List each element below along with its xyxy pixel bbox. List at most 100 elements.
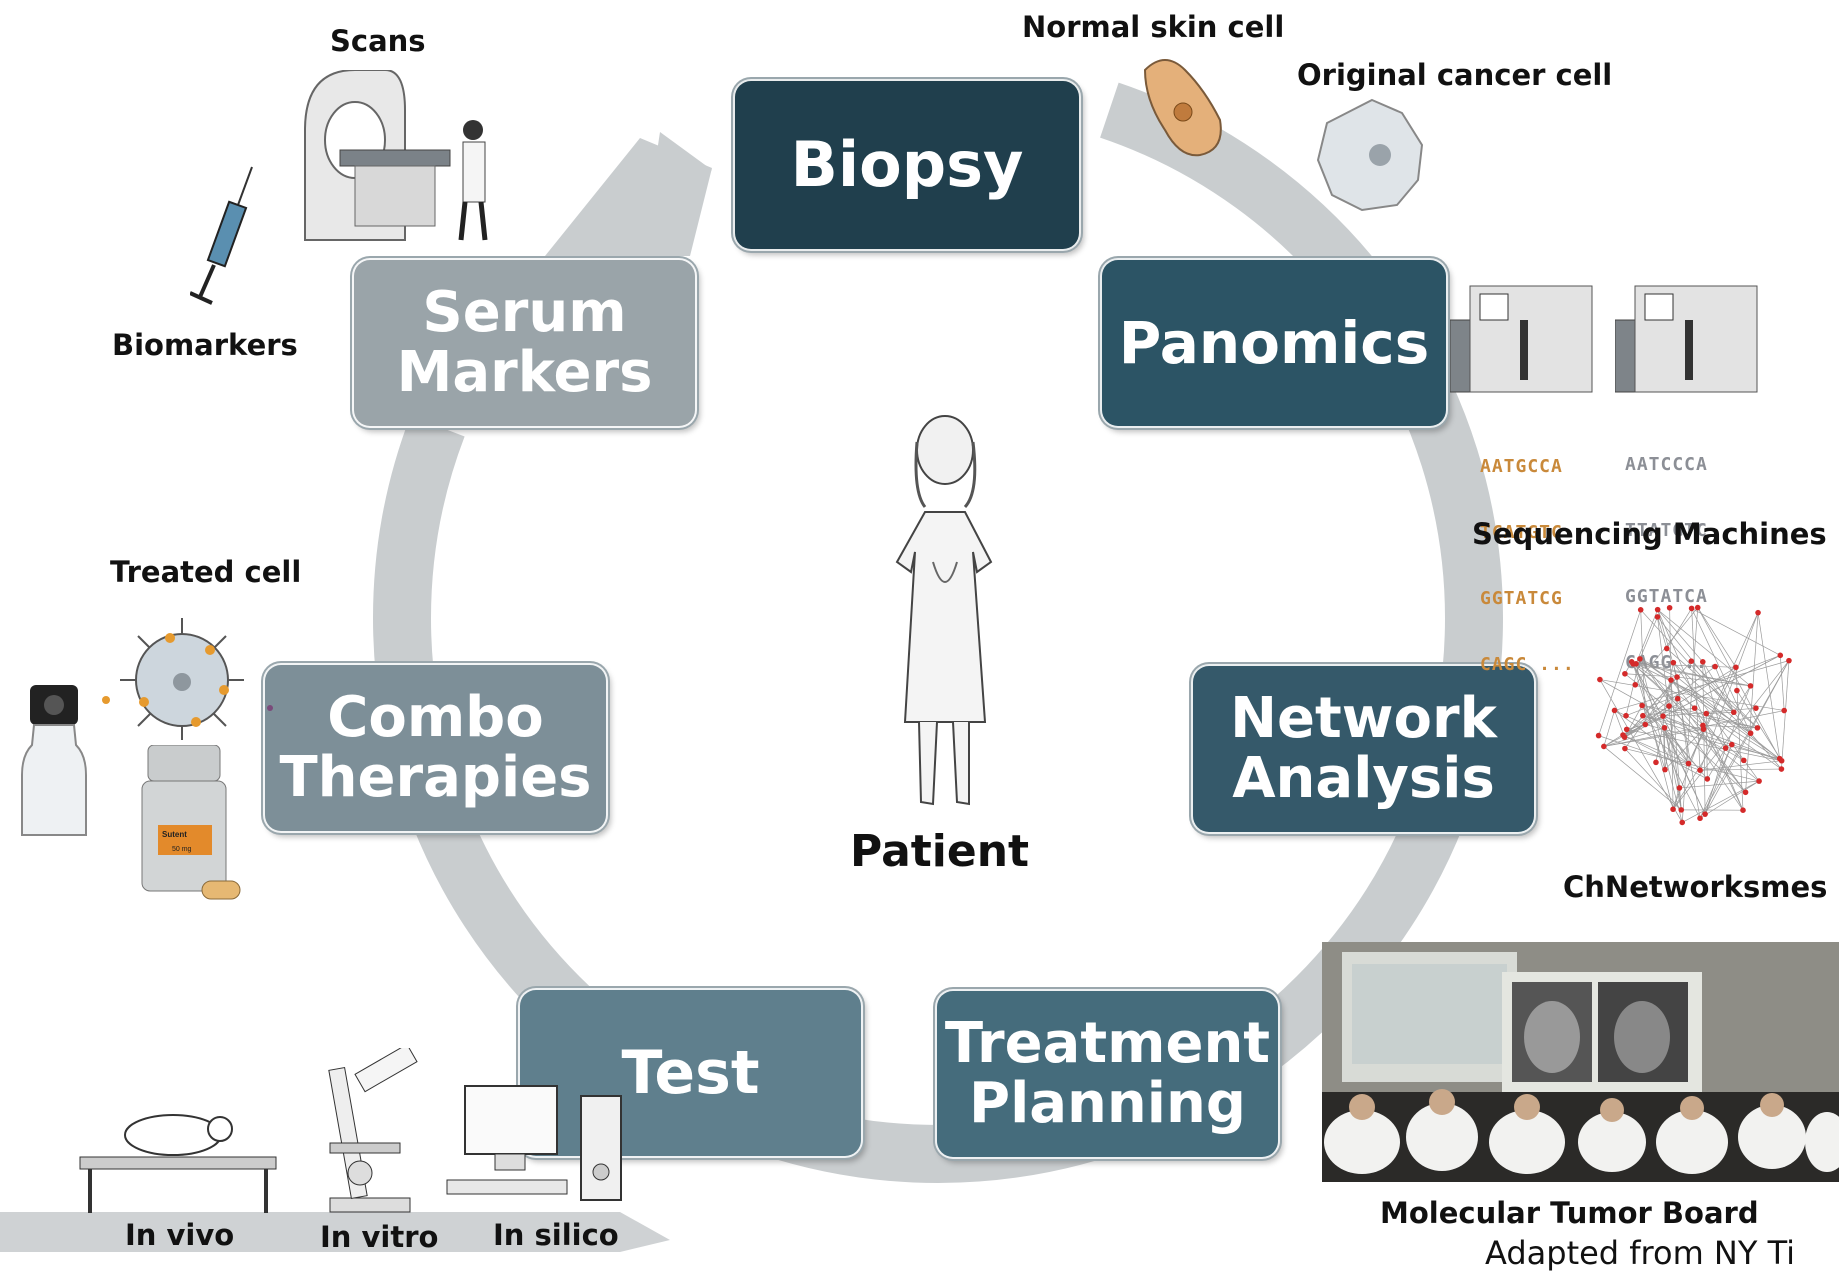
network-node (1756, 778, 1762, 784)
sequence-line: AATCCCA (1625, 454, 1720, 476)
network-node (1653, 760, 1659, 766)
network-node (1723, 745, 1729, 751)
pill-bottle-dose-text: 50 mg (172, 846, 192, 853)
molecular-tumor-board-label: Molecular Tumor Board (1380, 1196, 1759, 1230)
network-edge (1682, 781, 1759, 822)
biopsy-box: Biopsy (733, 79, 1081, 251)
sequencer-icon-right (1615, 280, 1760, 395)
network-node (1612, 708, 1618, 714)
network-node (1734, 688, 1740, 694)
network-node (1689, 606, 1695, 612)
network-node (1733, 665, 1739, 671)
network-node (1677, 785, 1683, 791)
network-node (1705, 776, 1711, 782)
network-edge (1604, 746, 1681, 809)
network-analysis-label: Network Analysis (1230, 689, 1497, 810)
network-node (1637, 656, 1643, 662)
network-node (1786, 658, 1792, 664)
network-node (1662, 725, 1668, 731)
syringe-icon (190, 165, 270, 305)
treated-cell-label: Treated cell (110, 555, 301, 589)
network-node (1664, 646, 1670, 652)
scans-label: Scans (330, 24, 426, 58)
network-node (1697, 815, 1703, 821)
network-node (1622, 734, 1628, 740)
network-edge (1715, 667, 1734, 713)
network-node (1638, 607, 1644, 613)
network-node (1695, 605, 1701, 611)
network-node (1667, 605, 1673, 611)
network-node (1623, 713, 1629, 719)
microscope-icon (320, 1048, 420, 1218)
network-node (1700, 723, 1706, 729)
network-node (1624, 727, 1630, 733)
in-vitro-label: In vitro (320, 1220, 438, 1254)
pill-bottle-icon: Sutent 50 mg (140, 745, 250, 905)
biomarkers-label: Biomarkers (112, 328, 298, 362)
patient-figure (873, 412, 1013, 812)
network-node (1703, 711, 1709, 717)
panomics-box: Panomics (1100, 258, 1448, 428)
network-node (1655, 614, 1661, 620)
patient-label: Patient (850, 826, 1029, 877)
network-node (1674, 674, 1680, 680)
network-node (1679, 820, 1685, 826)
network-node (1748, 730, 1754, 736)
network-edge (1700, 781, 1759, 818)
network-node (1640, 713, 1646, 719)
pill-bottle-brand-text: Sutent (162, 830, 187, 839)
network-node (1777, 653, 1783, 659)
network-node (1675, 696, 1681, 702)
network-node (1689, 658, 1695, 664)
test-label: Test (621, 1041, 759, 1106)
network-edge (1673, 661, 1789, 810)
sequencer-icon-left (1450, 280, 1595, 395)
network-node (1740, 807, 1746, 813)
tumor-board-photo (1322, 942, 1839, 1182)
network-node (1622, 671, 1628, 677)
sequence-line: GGTATCG (1480, 588, 1575, 610)
computer-icon (443, 1080, 623, 1210)
sequence-line: CAGC ... (1480, 654, 1575, 676)
network-edge (1781, 661, 1788, 769)
network-node (1632, 682, 1638, 688)
network-node (1729, 742, 1735, 748)
network-node (1712, 664, 1718, 670)
drug-vial-icon (20, 685, 90, 845)
sequence-line: AATGCCA (1480, 456, 1575, 478)
network-node (1678, 807, 1684, 813)
adapted-from-label: Adapted from NY Ti (1485, 1234, 1795, 1272)
network-node (1597, 677, 1603, 683)
network-node (1601, 744, 1607, 750)
normal-skin-cell-icon (1125, 50, 1235, 160)
network-node (1660, 713, 1666, 719)
networks-label: ChNetworksmes (1563, 870, 1827, 904)
network-node (1666, 703, 1672, 709)
network-node (1702, 811, 1708, 817)
network-edge (1700, 613, 1758, 771)
network-edge (1600, 680, 1682, 823)
network-node (1755, 725, 1761, 731)
network-edge (1599, 610, 1641, 736)
cancer-cell-icon (1312, 95, 1432, 215)
network-node (1779, 766, 1785, 772)
mouse-on-table-icon (78, 1105, 278, 1215)
panomics-label: Panomics (1119, 312, 1429, 375)
serum-markers-label: Serum Markers (397, 283, 653, 404)
network-node (1629, 659, 1635, 665)
network-node (1753, 705, 1759, 711)
network-graph (1578, 570, 1808, 840)
treatment-planning-label: Treatment Planning (945, 1014, 1270, 1135)
network-node (1670, 806, 1676, 812)
network-edge (1657, 617, 1666, 649)
network-edge (1626, 659, 1640, 716)
network-node (1622, 746, 1628, 752)
combo-therapies-box: Combo Therapies (263, 663, 608, 833)
network-edge (1633, 664, 1665, 770)
in-silico-label: In silico (493, 1218, 619, 1252)
sequencing-machines-label: Sequencing Machines (1472, 517, 1827, 551)
network-node (1755, 610, 1761, 616)
network-node (1668, 677, 1674, 683)
network-node (1697, 767, 1703, 773)
